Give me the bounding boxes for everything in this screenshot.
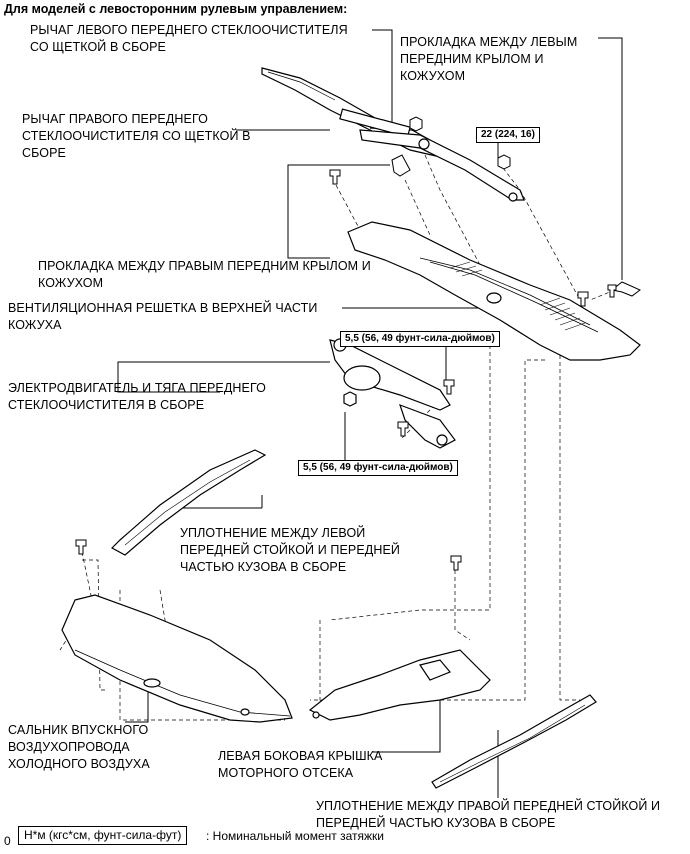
air-intake-seal-part (61, 594, 293, 723)
right-wiper-arm (359, 129, 525, 202)
wiper-nuts (409, 116, 511, 170)
label-left-pillar-seal: УПЛОТНЕНИЕ МЕЖДУ ЛЕВОЙ ПЕРЕДНЕЙ СТОЙКОЙ … (180, 526, 400, 574)
seal-clips (75, 539, 462, 571)
left-pillar-seal-part (111, 449, 267, 556)
leader-engine-cover (372, 700, 441, 753)
leader-wiper-motor (117, 361, 330, 393)
right-pillar-seal-part (431, 694, 597, 789)
cowl-louver-part (347, 221, 641, 361)
leader-left-fender-seal (598, 37, 623, 280)
label-left-fender-seal: ПРОКЛАДКА МЕЖДУ ЛЕВЫМ ПЕРЕДНИМ КРЫЛОМ И … (400, 35, 578, 83)
label-engine-cover: ЛЕВАЯ БОКОВАЯ КРЫШКА МОТОРНОГО ОТСЕКА (218, 749, 383, 780)
clips (329, 169, 617, 307)
label-wiper-motor: ЭЛЕКТРОДВИГАТЕЛЬ И ТЯГА ПЕРЕДНЕГО СТЕКЛО… (8, 381, 266, 412)
torque-wiper-nut: 22 (224, 16) (476, 127, 540, 143)
page-header: Для моделей с левосторонним рулевым упра… (4, 2, 348, 16)
torque-motor-bolt-upper: 5,5 (56, 49 фунт-сила-дюймов) (340, 331, 500, 347)
label-air-intake-seal: САЛЬНИК ВПУСКНОГО ВОЗДУХОПРОВОДА ХОЛОДНО… (8, 723, 150, 771)
label-left-wiper: РЫЧАГ ЛЕВОГО ПЕРЕДНЕГО СТЕКЛООЧИСТИТЕЛЯ … (30, 23, 348, 54)
motor-bolts (397, 379, 455, 437)
engine-cover-part (308, 649, 491, 721)
left-fender-seal-part (610, 281, 641, 297)
legend-torque-unit-box: Н*м (кгс*см, фунт-сила-фут) (18, 826, 188, 845)
label-right-wiper: РЫЧАГ ПРАВОГО ПЕРЕДНЕГО СТЕКЛООЧИСТИТЕЛЯ… (22, 112, 251, 160)
label-right-fender-seal: ПРОКЛАДКА МЕЖДУ ПРАВЫМ ПЕРЕДНИМ КРЫЛОМ И… (38, 259, 371, 290)
torque-motor-bolt-lower: 5,5 (56, 49 фунт-сила-дюймов) (298, 460, 458, 476)
leader-left-wiper (372, 29, 393, 128)
right-fender-seal-part (391, 154, 411, 177)
leader-right-fender-seal (287, 164, 390, 259)
legend-text: : Номинальный момент затяжки (206, 829, 384, 843)
wiper-motor-part (329, 338, 456, 449)
legend-zero: 0 (4, 834, 11, 848)
label-cowl-louver: ВЕНТИЛЯЦИОННАЯ РЕШЕТКА В ВЕРХНЕЙ ЧАСТИ К… (8, 301, 318, 332)
label-right-pillar-seal: УПЛОТНЕНИЕ МЕЖДУ ПРАВОЙ ПЕРЕДНЕЙ СТОЙКОЙ… (316, 799, 661, 830)
